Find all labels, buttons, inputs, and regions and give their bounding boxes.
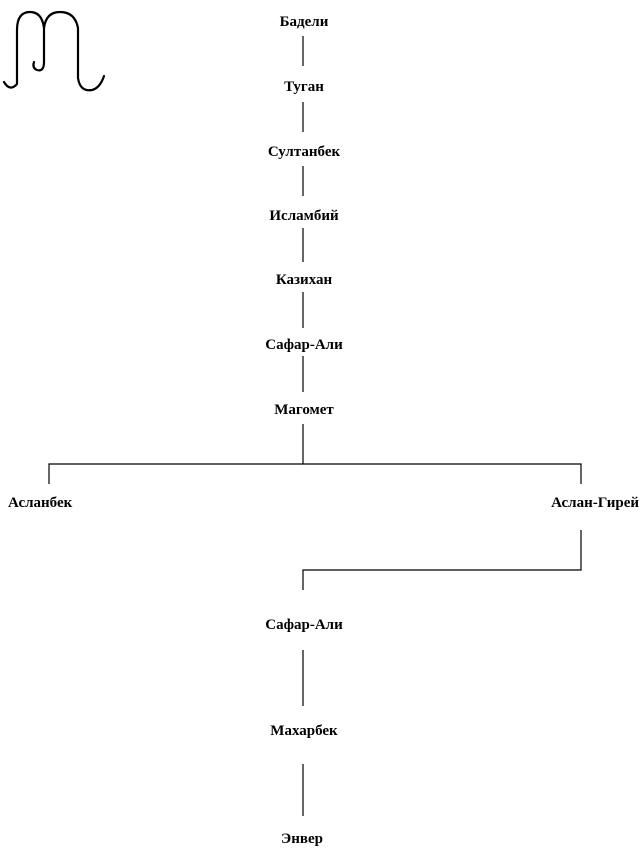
person-tugan: Туган: [284, 79, 324, 95]
person-aslan-girey: Аслан-Гирей: [551, 495, 639, 511]
person-safar-ali-2: Сафар-Али: [265, 617, 343, 633]
person-sultanbek: Султанбек: [267, 144, 341, 160]
person-makharbek: Махарбек: [270, 723, 338, 739]
person-badeli: Бадели: [279, 14, 329, 30]
connector-magomet-branches: [48, 424, 304, 484]
connector-aslangirey-safarali: [302, 530, 582, 590]
person-aslanbek: Асланбек: [8, 495, 73, 511]
person-enver: Энвер: [281, 831, 323, 847]
connector-magomet-right: [303, 463, 582, 484]
person-safar-ali-1: Сафар-Али: [265, 337, 343, 353]
person-magomet: Магомет: [274, 402, 334, 418]
tamga-emblem-icon: [2, 10, 106, 92]
person-kazikhan: Казихан: [275, 272, 333, 288]
person-islambiy: Исламбий: [269, 208, 339, 224]
